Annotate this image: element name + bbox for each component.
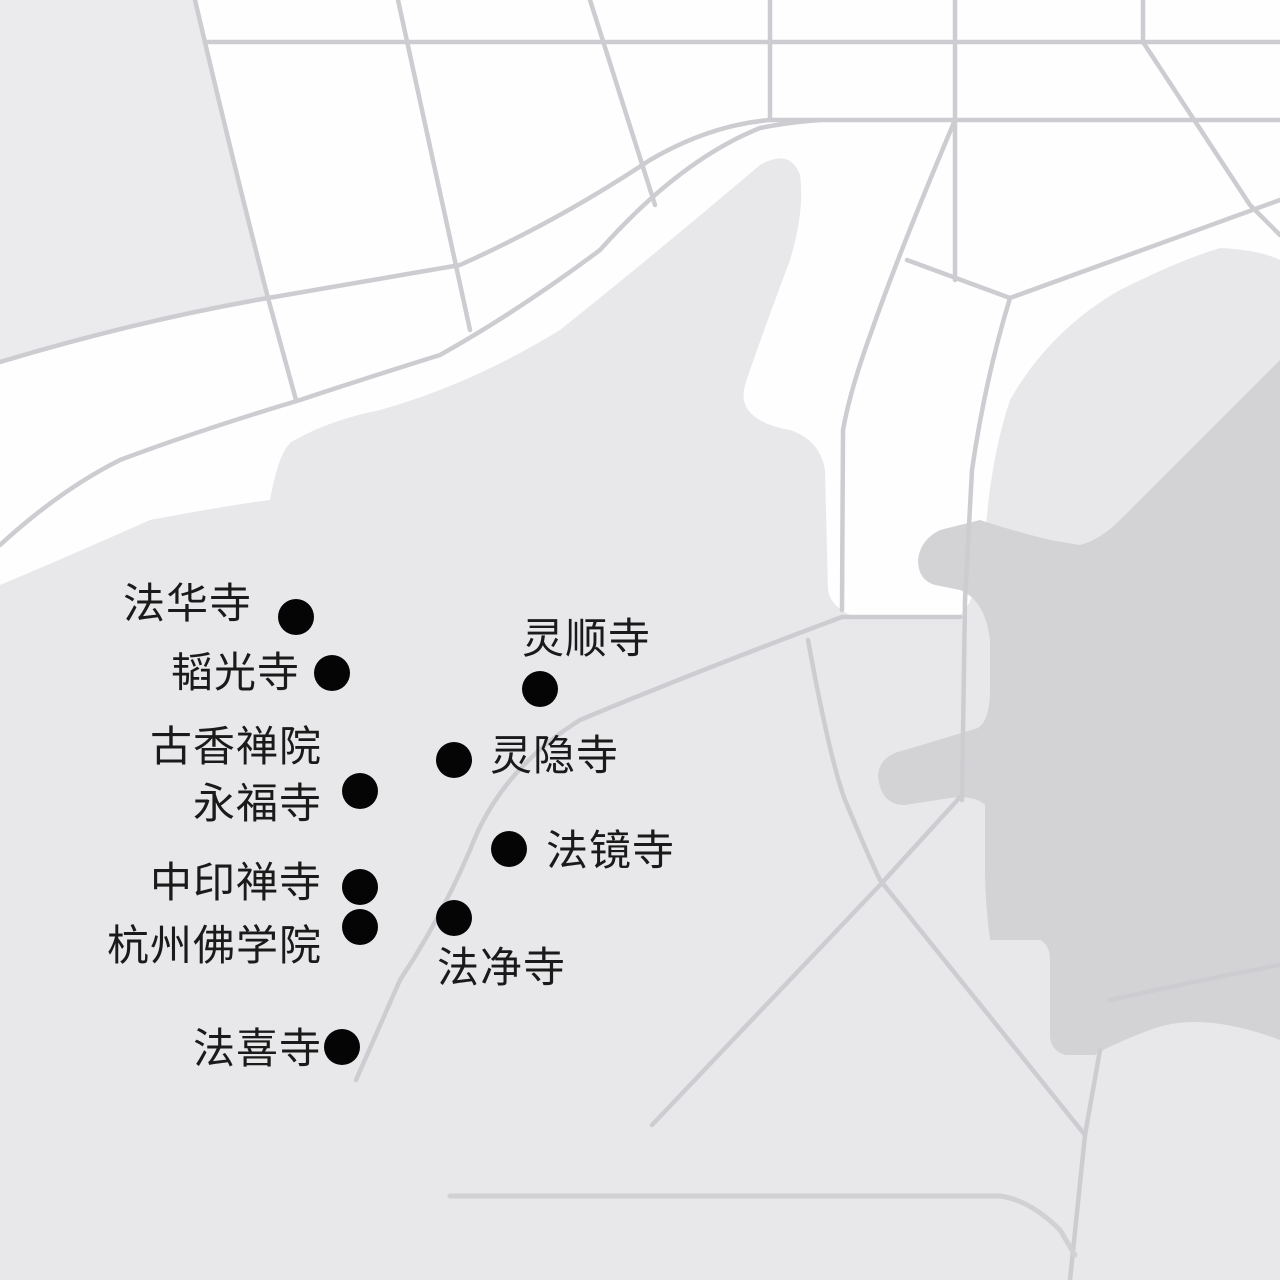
poi-label-fajing-pure: 法净寺 xyxy=(437,943,567,992)
poi-label-fahua: 法华寺 xyxy=(122,579,252,628)
poi-dot-lingshun[interactable] xyxy=(522,671,558,707)
poi-label-faxi: 法喜寺 xyxy=(192,1024,322,1073)
urban-strip xyxy=(842,260,1000,612)
poi-label-zhongyin: 中印禅寺 xyxy=(149,858,322,907)
poi-label-taoguang: 韬光寺 xyxy=(170,648,300,697)
poi-dot-yongfu[interactable] xyxy=(342,773,378,809)
poi-dot-taoguang[interactable] xyxy=(314,655,350,691)
poi-dot-fajing-pure[interactable] xyxy=(436,900,472,936)
scenic-area xyxy=(0,158,1280,1280)
poi-label-hangzhou-foxueyuan: 杭州佛学院 xyxy=(106,921,322,970)
poi-label-guxiang: 古香禅院 xyxy=(149,722,322,771)
poi-dot-lingyin[interactable] xyxy=(436,742,472,778)
poi-label-lingshun: 灵顺寺 xyxy=(522,614,652,663)
poi-dot-zhongyin[interactable] xyxy=(342,869,378,905)
lake xyxy=(878,360,1280,1055)
urban-block-topleft xyxy=(0,0,268,362)
poi-dot-fajing-mirror[interactable] xyxy=(491,831,527,867)
poi-label-yongfu: 永福寺 xyxy=(192,779,322,828)
poi-dot-hangzhou-foxueyuan[interactable] xyxy=(342,909,378,945)
poi-label-lingyin: 灵隐寺 xyxy=(490,731,620,780)
poi-dot-faxi[interactable] xyxy=(324,1029,360,1065)
poi-dot-fahua[interactable] xyxy=(278,599,314,635)
poi-label-fajing-mirror: 法镜寺 xyxy=(546,826,676,875)
